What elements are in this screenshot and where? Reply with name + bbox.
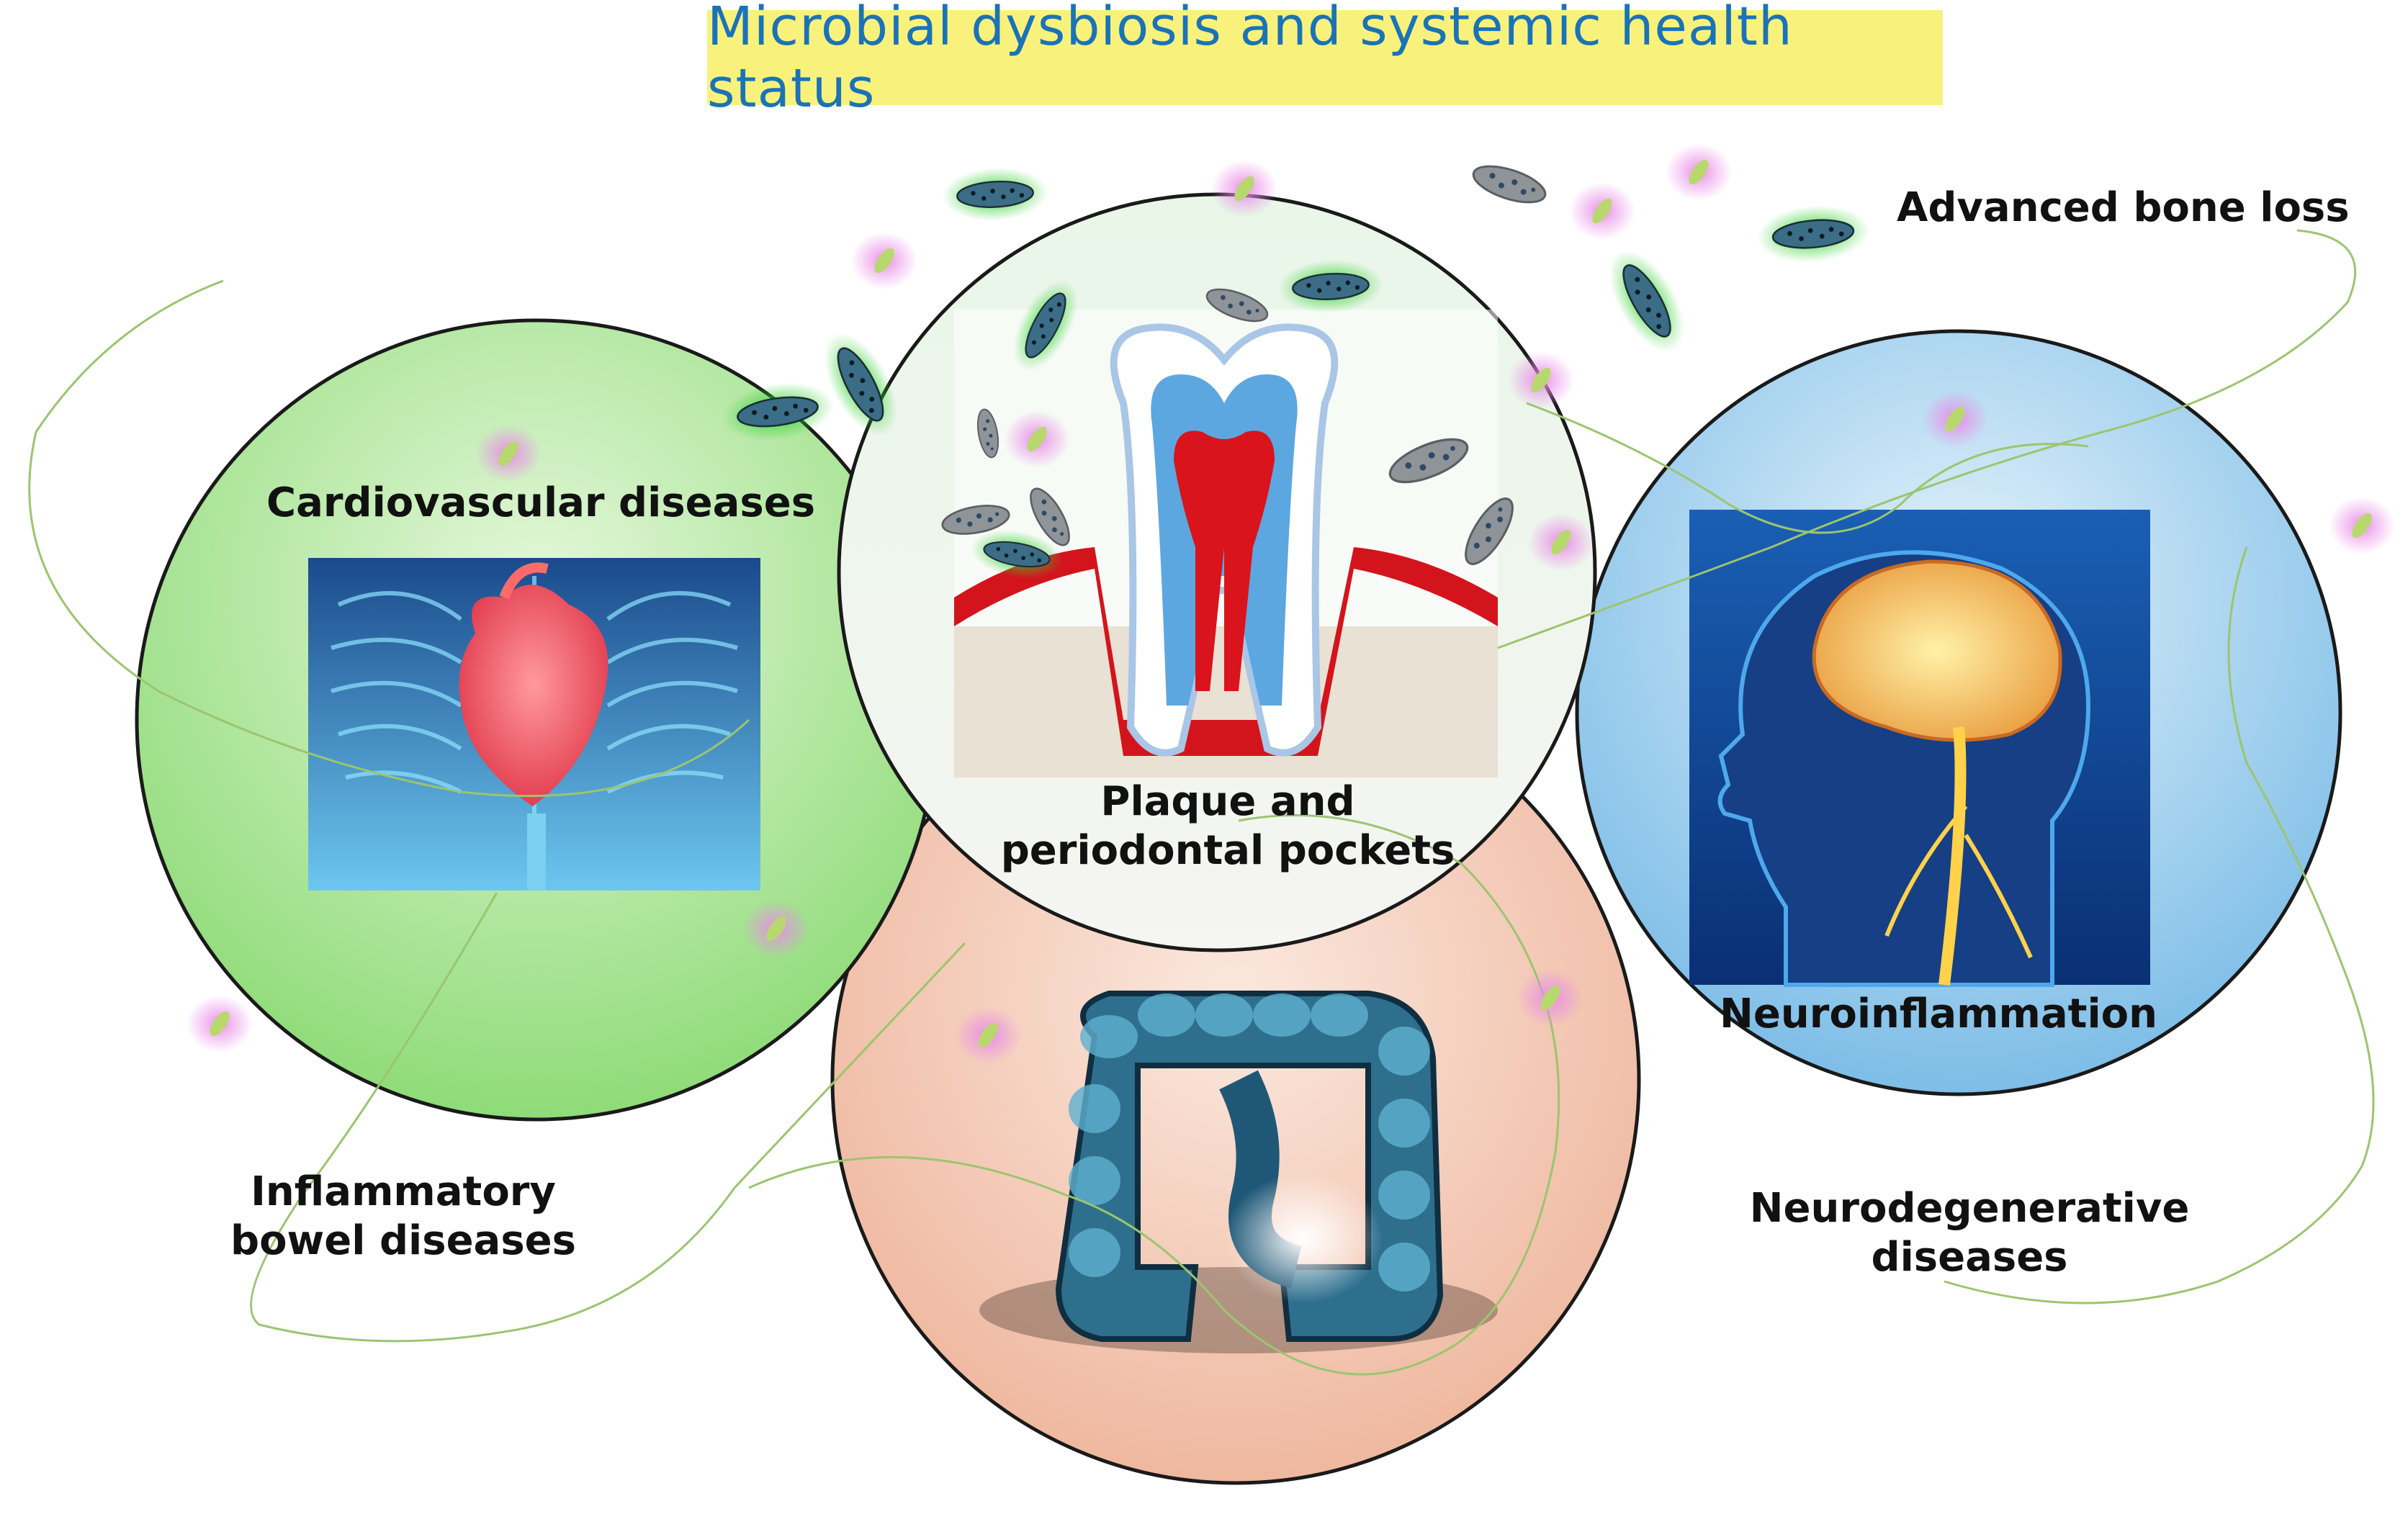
heart-lungs-illustration [308,558,760,891]
neuroinflammation-label: Neuroinflammation [1720,990,2157,1039]
plaque-line1: Plaque and [1100,778,1355,825]
neurodegenerative-label: Neurodegenerative diseases [1750,1184,2190,1283]
cardiovascular-label: Cardiovascular diseases [266,479,815,528]
neurodegen-line1: Neurodegenerative [1749,1185,2190,1232]
cardiovascular-text: Cardiovascular diseases [266,479,816,526]
ibd-label: Inflammatory bowel diseases [230,1168,576,1266]
neurodegen-line2: diseases [1871,1234,2068,1281]
neuroinflammation-text: Neuroinflammation [1720,991,2157,1037]
title-banner: Microbial dysbiosis and systemic health … [707,0,1943,120]
advanced-bone-loss-text: Advanced bone loss [1897,184,2350,231]
advanced-bone-loss-label: Advanced bone loss [1897,184,2350,233]
colon-illustration [979,991,1498,1353]
plaque-line2: periodontal pockets [1000,827,1455,875]
head-brain-illustration [1689,510,2150,987]
ibd-line1: Inflammatory [251,1168,556,1215]
plaque-label: Plaque and periodontal pockets [1001,777,1455,876]
ibd-line2: bowel diseases [230,1217,576,1265]
page-title: Microbial dysbiosis and systemic health … [707,0,1793,120]
